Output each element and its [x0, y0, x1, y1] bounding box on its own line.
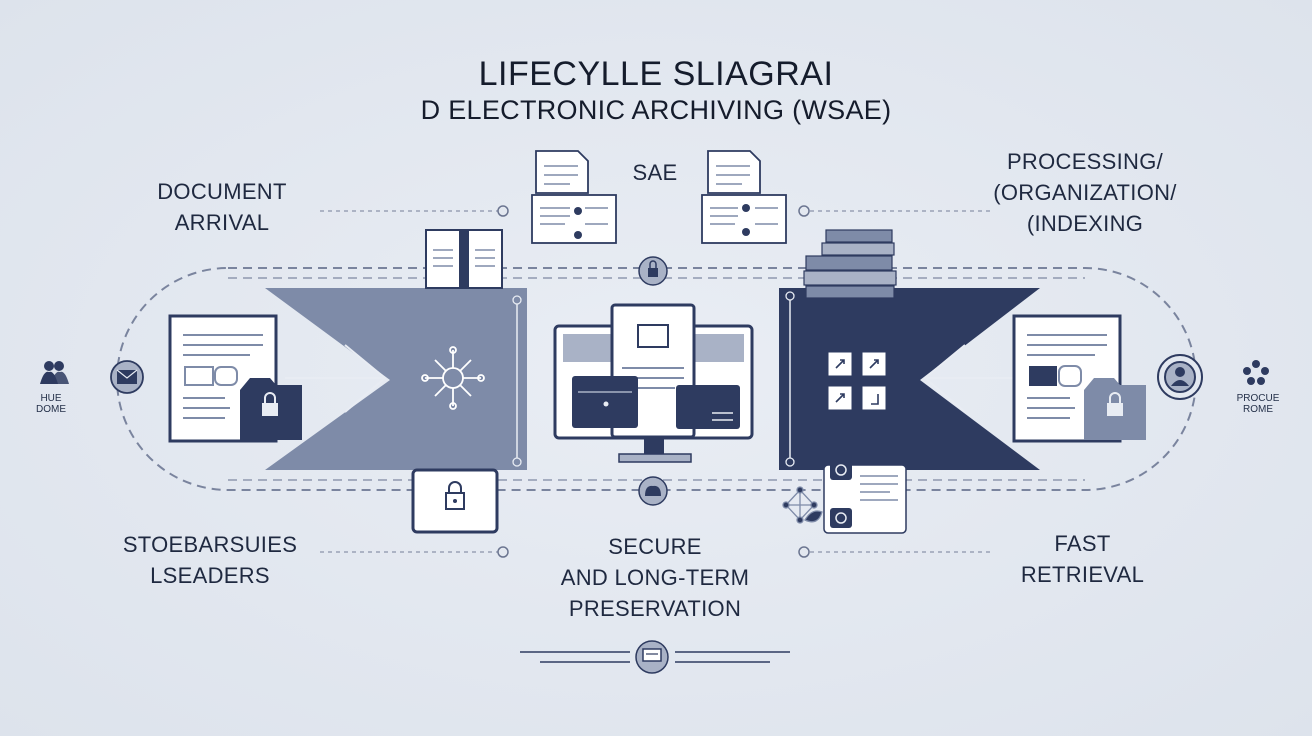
monitor-icon — [553, 303, 754, 463]
label-line: FAST — [1054, 531, 1111, 556]
label-line: LSEADERS — [150, 563, 270, 588]
book-stack-icon — [803, 229, 897, 299]
left-side-caption: HUE DOME — [26, 393, 76, 415]
cloud-node-icon — [638, 476, 668, 506]
connector-node — [497, 205, 509, 217]
connector-node — [798, 546, 810, 558]
stage-label-fast-retrieval: FAST RETRIEVAL — [1000, 528, 1165, 590]
label-line: PROCESSING/ — [1006, 149, 1164, 174]
caption-line: ROME — [1243, 404, 1273, 415]
stage-label-processing: PROCESSING/ (ORGANIZATION/ (INDEXING — [970, 146, 1200, 239]
stage-label-preservation: SECURE AND LONG-TERM PRESERVATION — [530, 531, 780, 624]
caption-line: DOME — [36, 404, 66, 415]
user-node-icon — [1157, 354, 1203, 400]
label-line: (ORGANIZATION/ — [993, 180, 1177, 205]
lock-node-icon — [638, 256, 668, 286]
connector-node — [798, 205, 810, 217]
stage-label-document-arrival: DOCUMENT ARRIVAL — [122, 176, 322, 238]
label-line: PRESERVATION — [568, 596, 742, 621]
label-line: SECURE — [608, 534, 702, 559]
label-line: DOCUMENT — [157, 179, 287, 204]
connector-node — [497, 546, 509, 558]
network-icon — [421, 346, 485, 410]
dotted-connectors — [320, 210, 990, 553]
inbox-node-icon — [110, 360, 144, 394]
label-line: (INDEXING — [1026, 211, 1144, 236]
stage-label-stakeholders: STOEBARSUIES LSEADERS — [100, 529, 320, 591]
search-cards-icon — [823, 460, 907, 534]
label-line: RETRIEVAL — [1020, 562, 1145, 587]
label-line: STOEBARSUIES — [122, 532, 298, 557]
secure-tablet-icon — [411, 468, 499, 534]
caption-line: PROCUE — [1236, 393, 1280, 404]
right-arrow-panel — [779, 288, 1040, 470]
label-line: ARRIVAL — [174, 210, 270, 235]
left-arrow-panel — [265, 288, 527, 470]
retrieval-document-icon — [1012, 314, 1146, 443]
caption-line: HUE — [40, 393, 62, 404]
diagram-title: LIFECYLLE SLIAGRAI — [478, 55, 834, 93]
index-grid-icon — [827, 351, 887, 411]
mesh-icon — [782, 486, 823, 524]
diagram-subtitle: D ELECTRONIC ARCHIVING (WSAE) — [420, 95, 892, 125]
left-team-icon — [40, 361, 69, 384]
bottom-line — [520, 651, 790, 663]
document-arrival-icon — [168, 314, 302, 443]
printer-icon — [635, 640, 669, 674]
stage-label-sae: SAE — [632, 160, 678, 185]
binder-icon — [425, 229, 503, 289]
label-line: AND LONG-TERM — [560, 565, 750, 590]
top-left-document-icon — [531, 150, 617, 244]
top-right-document-icon — [701, 150, 787, 244]
right-side-caption: PROCUE ROME — [1228, 393, 1288, 415]
right-network-icon — [1243, 360, 1269, 385]
